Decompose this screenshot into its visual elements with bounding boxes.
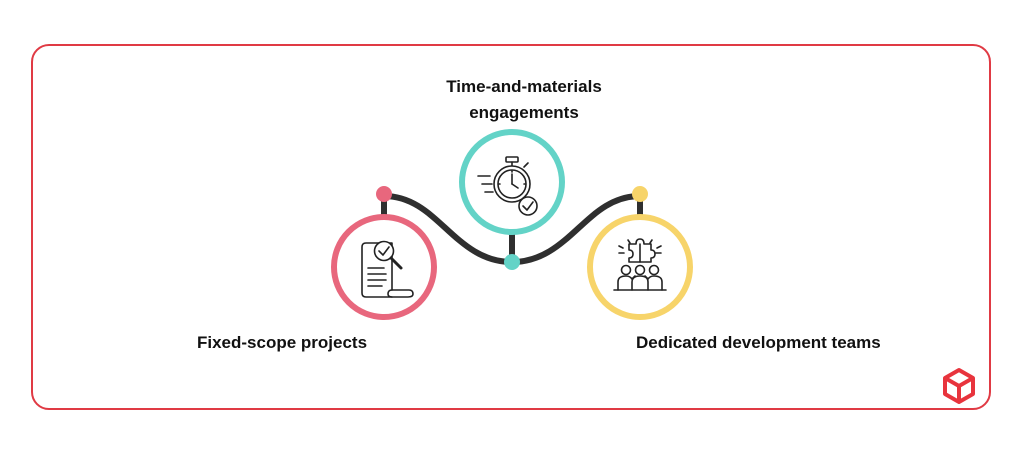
fixed-scope-label: Fixed-scope projects (197, 333, 368, 352)
time-materials-label-line2: engagements (469, 103, 579, 122)
team-puzzle-icon (613, 238, 667, 291)
fixed-scope-ring (331, 214, 437, 320)
node-dot-fixed-scope (376, 186, 392, 202)
dedicated-teams-label: Dedicated development teams (636, 333, 881, 352)
time-materials-label-line1: Time-and-materials (446, 77, 602, 96)
time-materials-label: Time-and-materials engagements (412, 74, 636, 126)
document-magnifier-check-icon (361, 240, 414, 298)
node-dot-dedicated-teams (632, 186, 648, 202)
dedicated-teams-ring (587, 214, 693, 320)
content-frame (31, 44, 991, 410)
node-dot-time-materials (504, 254, 520, 270)
stopwatch-check-icon (477, 156, 538, 216)
cube-logo-icon (943, 368, 975, 404)
